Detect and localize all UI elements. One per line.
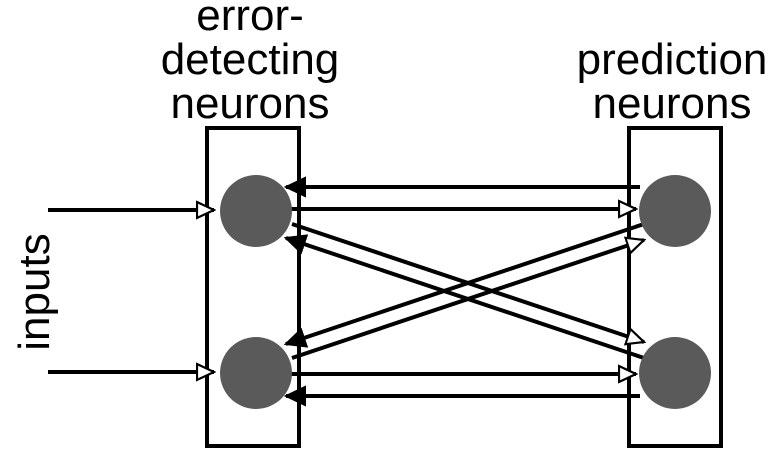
prediction-group-label-line-1: prediction bbox=[576, 35, 768, 84]
error-neuron-bottom bbox=[220, 337, 292, 409]
feedback-arrow-pred-top-to-error-bottom bbox=[286, 222, 645, 344]
forward-arrow-error-bottom-to-pred-top bbox=[291, 240, 644, 360]
error-group-label-line-1: error- bbox=[196, 0, 304, 40]
error-detecting-box bbox=[205, 126, 301, 448]
error-neuron-top bbox=[220, 175, 292, 247]
prediction-neuron-top bbox=[639, 175, 711, 247]
prediction-group-label-line-2: neurons bbox=[592, 79, 752, 128]
error-group-label-line-2: detecting bbox=[160, 35, 340, 84]
prediction-neuron-bottom bbox=[639, 337, 711, 409]
prediction-box bbox=[627, 126, 723, 448]
inputs-label: inputs bbox=[10, 233, 59, 351]
error-group-label-line-3: neurons bbox=[170, 79, 330, 128]
